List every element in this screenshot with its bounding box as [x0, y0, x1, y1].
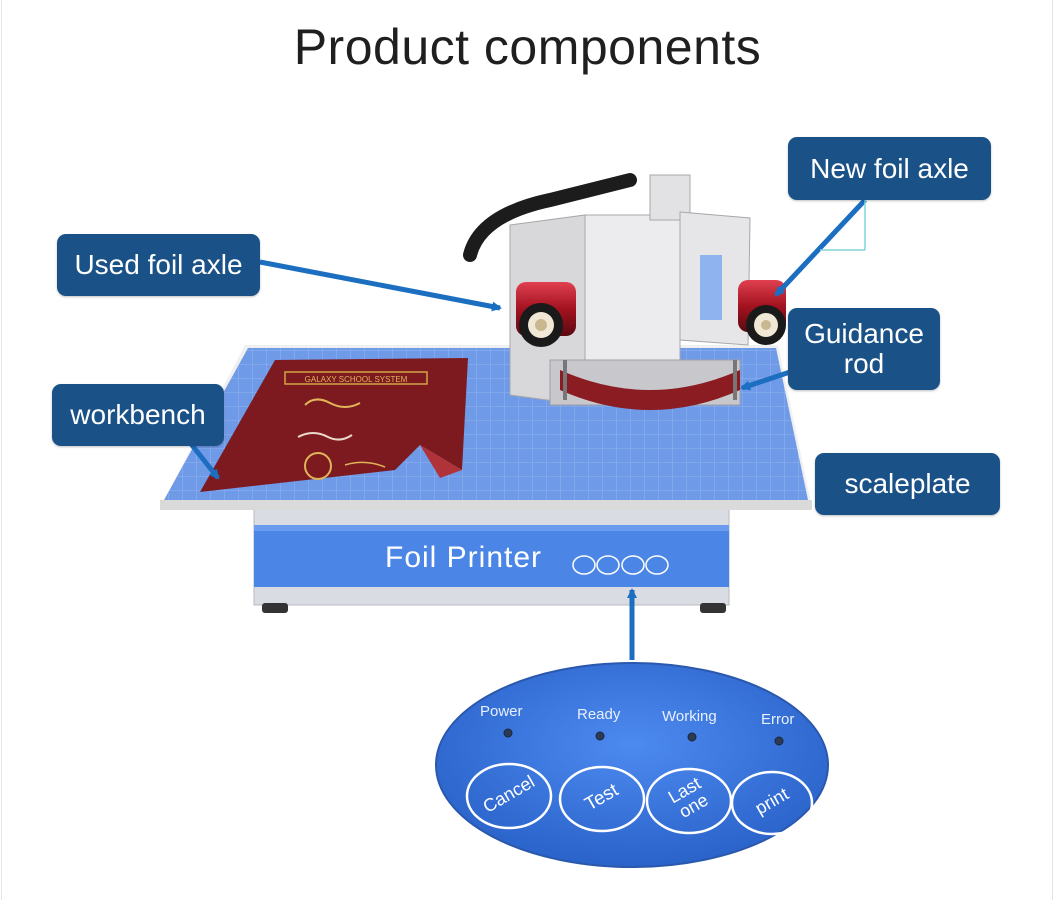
- used-foil-axle-label: Used foil axle: [57, 234, 260, 296]
- new-foil-roller: [738, 280, 786, 345]
- sheet-header-text: GALAXY SCHOOL SYSTEM: [305, 375, 408, 384]
- foil-sheet: GALAXY SCHOOL SYSTEM: [200, 358, 468, 492]
- guidance-rod-label-line1: Guidance: [804, 318, 924, 349]
- print-button-outline: [730, 770, 814, 836]
- cancel-button-outline: [465, 762, 553, 830]
- printer-base: [253, 504, 730, 613]
- test-button-outline: [558, 765, 646, 833]
- indicator-label-working: Working: [662, 708, 717, 725]
- guidance-rod-arrow: [740, 369, 791, 391]
- control-panel-oval: [435, 662, 829, 868]
- guidance-rod-label-line2: rod: [843, 348, 885, 379]
- foil-printer-brand-text: Foil Printer: [385, 541, 542, 574]
- right-border: [1052, 0, 1053, 900]
- indicator-label-power: Power: [480, 703, 523, 720]
- scaleplate-label: scaleplate: [815, 453, 1000, 515]
- new-foil-axle-arrow: [774, 198, 867, 297]
- used-foil-axle-arrow: [259, 259, 502, 312]
- page-title: Product components: [293, 19, 762, 75]
- workbench-label: workbench: [52, 384, 224, 446]
- print-head: [509, 174, 751, 410]
- indicator-label-ready: Ready: [577, 706, 621, 723]
- new-foil-axle-label: New foil axle: [788, 137, 991, 200]
- used-foil-roller: [516, 282, 576, 347]
- left-border: [1, 0, 2, 900]
- indicator-leds: [503, 728, 784, 746]
- guidance-rod-label: Guidance rod: [788, 308, 940, 390]
- indicator-label-error: Error: [761, 711, 795, 728]
- front-panel-buttons: [572, 555, 669, 575]
